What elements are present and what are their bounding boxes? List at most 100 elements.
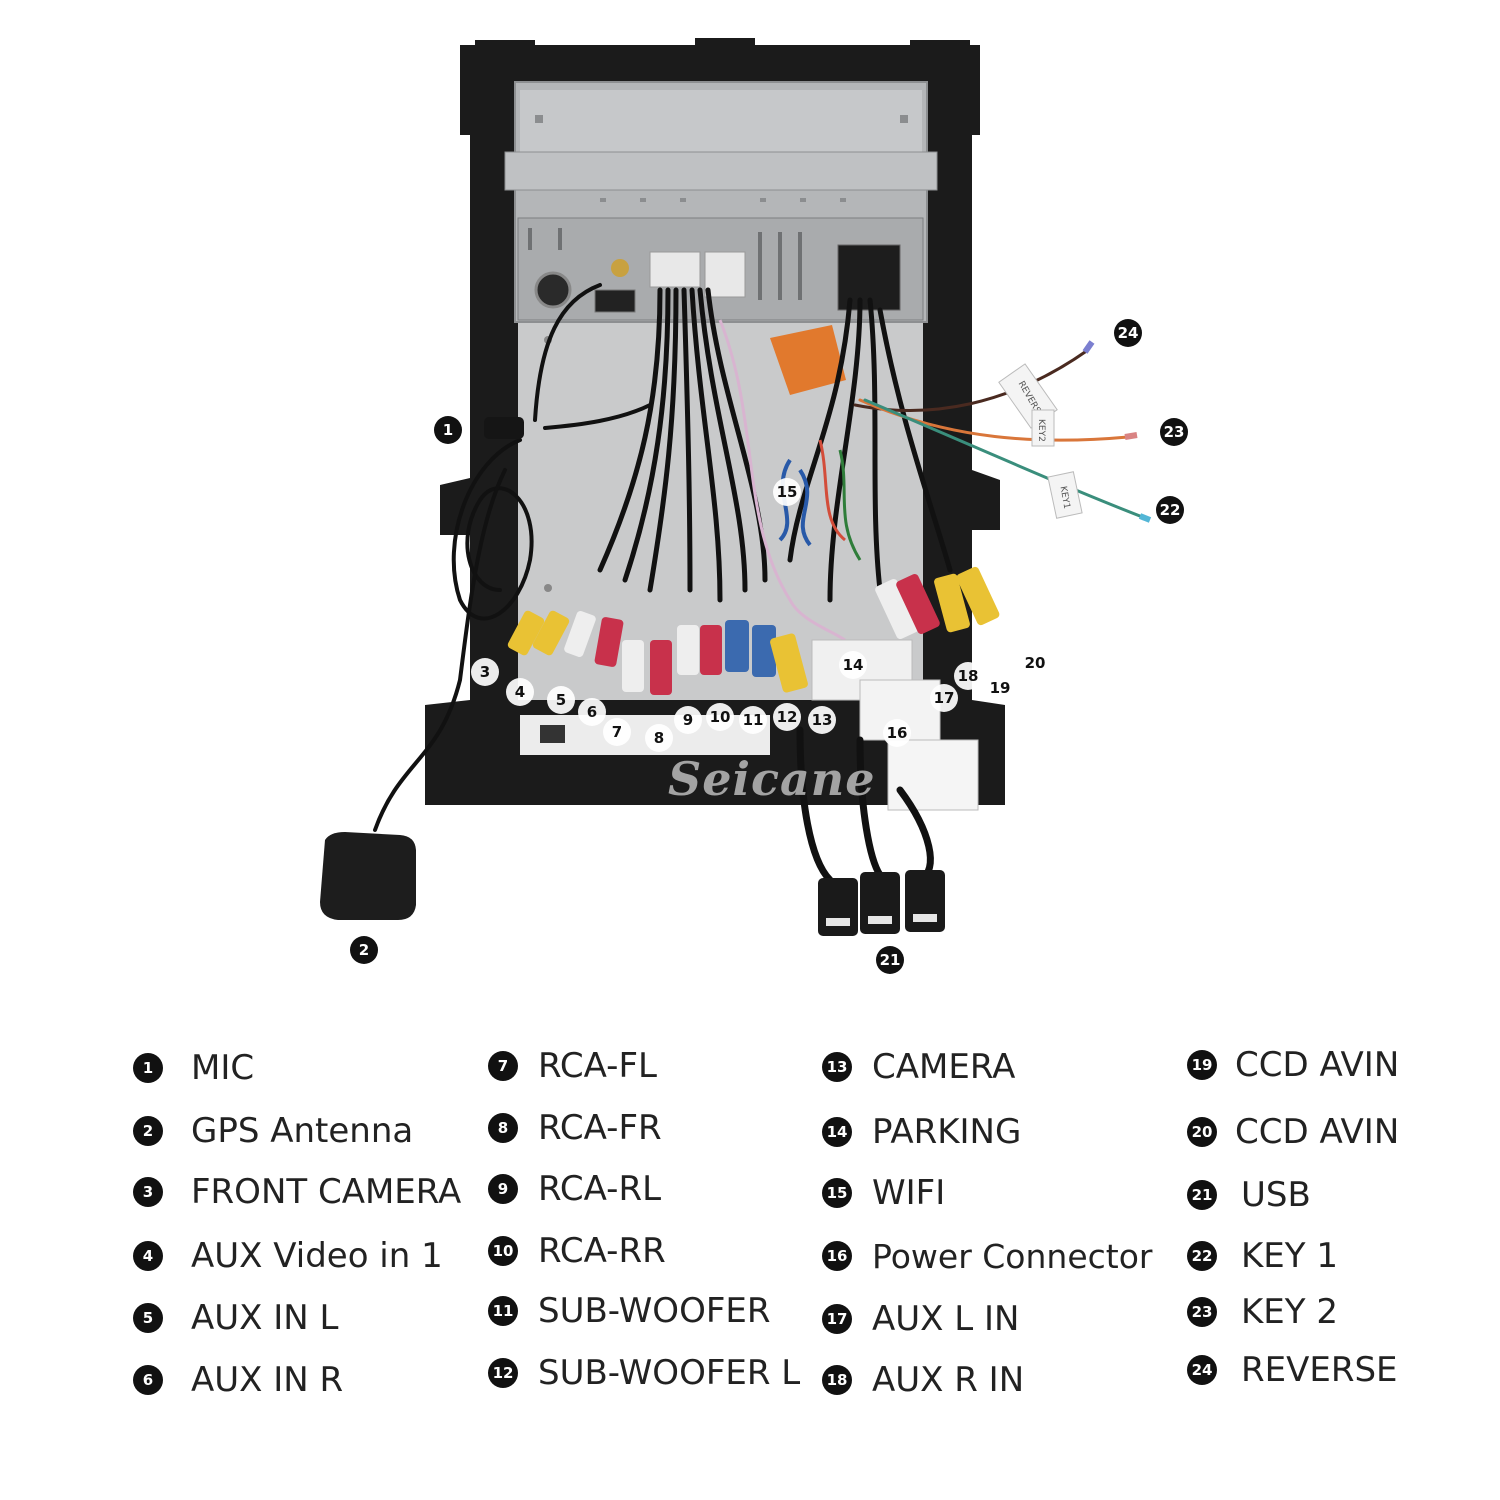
legend-item-sub-woofer-l: 12 SUB-WOOFER L — [488, 1353, 800, 1393]
legend-item-rca-rl: 9 RCA-RL — [488, 1169, 661, 1209]
legend-number: 8 — [488, 1113, 518, 1143]
legend-number: 10 — [488, 1236, 518, 1266]
callout-19: 19 — [986, 674, 1014, 702]
legend-item-mic: 1 MIC — [133, 1048, 254, 1088]
legend-label: WIFI — [872, 1173, 946, 1213]
legend-item-gps-antenna: 2 GPS Antenna — [133, 1111, 413, 1151]
legend-label: GPS Antenna — [191, 1111, 414, 1151]
legend-label: KEY 2 — [1241, 1292, 1338, 1332]
callout-15: 15 — [773, 478, 801, 506]
legend-label: AUX IN R — [191, 1360, 344, 1400]
legend-label: USB — [1241, 1175, 1311, 1215]
head-unit-rear-photo: REVERSE KEY2 KEY1 — [320, 38, 1152, 936]
callout-1: 1 — [434, 416, 462, 444]
callout-24: 24 — [1114, 319, 1142, 347]
tag-key1: KEY1 — [1058, 485, 1072, 509]
legend-item-rca-fl: 7 RCA-FL — [488, 1046, 657, 1086]
callout-4: 4 — [506, 678, 534, 706]
callout-8: 8 — [645, 724, 673, 752]
legend-label: AUX IN L — [191, 1298, 339, 1338]
callout-10: 10 — [706, 703, 734, 731]
legend-number: 17 — [822, 1304, 852, 1334]
legend-label: AUX L IN — [872, 1299, 1020, 1339]
legend-label: RCA-FR — [538, 1108, 662, 1148]
legend-label: RCA-FL — [538, 1046, 657, 1086]
legend-number: 5 — [133, 1303, 163, 1333]
legend-number: 3 — [133, 1177, 163, 1207]
tag-key2: KEY2 — [1036, 419, 1046, 442]
callout-6: 6 — [578, 698, 606, 726]
callout-17: 17 — [930, 684, 958, 712]
legend-item-parking: 14 PARKING — [822, 1112, 1021, 1152]
legend-number: 24 — [1187, 1355, 1217, 1385]
legend-number: 4 — [133, 1241, 163, 1271]
legend-label: Power Connector — [872, 1236, 1153, 1276]
legend-label: CAMERA — [872, 1047, 1016, 1087]
legend-label: SUB-WOOFER L — [538, 1353, 801, 1393]
legend-item-power-connector: 16 Power Connector — [822, 1236, 1152, 1276]
callout-21: 21 — [876, 946, 904, 974]
legend-item-usb: 21 USB — [1187, 1175, 1311, 1215]
legend-label: AUX Video in 1 — [191, 1236, 443, 1276]
callout-14: 14 — [839, 651, 867, 679]
legend-item-ccd-avin-19: 19 CCD AVIN — [1187, 1045, 1399, 1085]
legend-item-ccd-avin-20: 20 CCD AVIN — [1187, 1112, 1399, 1152]
callout-13: 13 — [808, 706, 836, 734]
legend-label: FRONT CAMERA — [191, 1172, 462, 1212]
legend-item-key-2: 23 KEY 2 — [1187, 1292, 1338, 1332]
legend-item-aux-in-l: 5 AUX IN L — [133, 1298, 338, 1338]
legend-item-rca-rr: 10 RCA-RR — [488, 1231, 666, 1271]
legend-label: KEY 1 — [1241, 1236, 1338, 1276]
legend-number: 23 — [1187, 1297, 1217, 1327]
legend-label: RCA-RL — [538, 1169, 662, 1209]
callout-11: 11 — [739, 706, 767, 734]
legend-number: 9 — [488, 1174, 518, 1204]
legend-number: 15 — [822, 1178, 852, 1208]
callout-18: 18 — [954, 662, 982, 690]
legend-item-aux-r-in: 18 AUX R IN — [822, 1360, 1024, 1400]
legend-item-wifi: 15 WIFI — [822, 1173, 945, 1213]
legend-number: 1 — [133, 1053, 163, 1083]
legend-item-key-1: 22 KEY 1 — [1187, 1236, 1338, 1276]
callout-3: 3 — [471, 658, 499, 686]
legend-number: 18 — [822, 1365, 852, 1395]
callout-12: 12 — [773, 703, 801, 731]
legend-number: 2 — [133, 1116, 163, 1146]
callout-22: 22 — [1156, 496, 1184, 524]
legend-number: 20 — [1187, 1117, 1217, 1147]
legend-number: 16 — [822, 1241, 852, 1271]
legend-number: 7 — [488, 1051, 518, 1081]
legend-number: 11 — [488, 1296, 518, 1326]
legend-number: 21 — [1187, 1180, 1217, 1210]
legend-number: 19 — [1187, 1050, 1217, 1080]
legend-number: 6 — [133, 1365, 163, 1395]
legend-label: CCD AVIN — [1235, 1045, 1400, 1085]
callout-20: 20 — [1021, 649, 1049, 677]
legend-item-camera: 13 CAMERA — [822, 1047, 1015, 1087]
watermark: Seicane — [668, 752, 876, 806]
legend-item-front-camera: 3 FRONT CAMERA — [133, 1172, 461, 1212]
legend-number: 14 — [822, 1117, 852, 1147]
legend-label: RCA-RR — [538, 1231, 666, 1271]
legend-number: 12 — [488, 1358, 518, 1388]
legend-item-rca-fr: 8 RCA-FR — [488, 1108, 662, 1148]
callout-2: 2 — [350, 936, 378, 964]
legend-number: 22 — [1187, 1241, 1217, 1271]
gps-antenna — [320, 832, 416, 920]
callout-9: 9 — [674, 706, 702, 734]
legend-item-aux-video-in-1: 4 AUX Video in 1 — [133, 1236, 443, 1276]
legend-label: MIC — [191, 1048, 255, 1088]
callout-5: 5 — [547, 686, 575, 714]
legend-item-aux-in-r: 6 AUX IN R — [133, 1360, 343, 1400]
callout-16: 16 — [883, 719, 911, 747]
legend-number: 13 — [822, 1052, 852, 1082]
callout-7: 7 — [603, 718, 631, 746]
legend-label: PARKING — [872, 1112, 1022, 1152]
legend-label: CCD AVIN — [1235, 1112, 1400, 1152]
legend-item-aux-l-in: 17 AUX L IN — [822, 1299, 1019, 1339]
callout-23: 23 — [1160, 418, 1188, 446]
legend-label: AUX R IN — [872, 1360, 1025, 1400]
legend-label: SUB-WOOFER — [538, 1291, 771, 1331]
legend-item-sub-woofer: 11 SUB-WOOFER — [488, 1291, 771, 1331]
